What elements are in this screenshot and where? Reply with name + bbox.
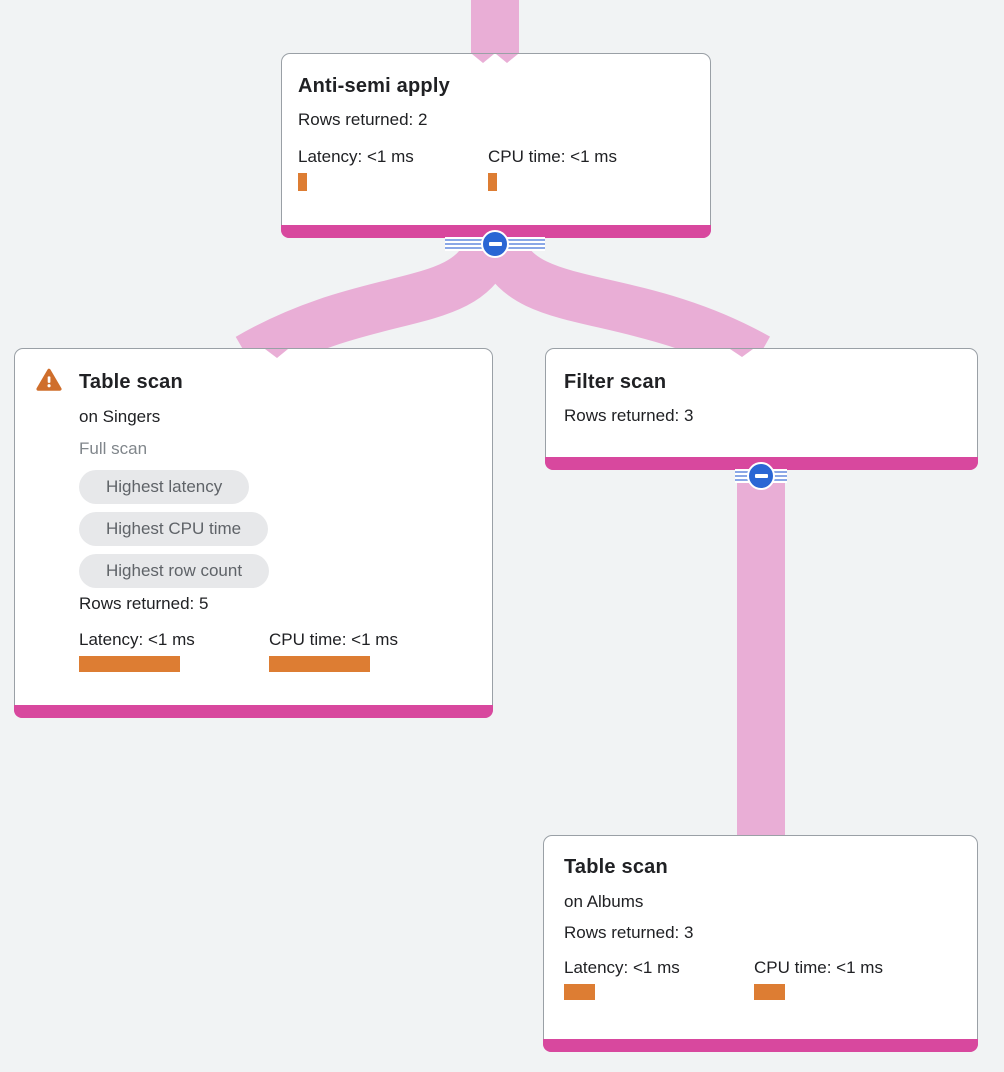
node-subtitle: on Singers: [79, 407, 161, 426]
cpu-time-label: CPU time: <1 ms: [269, 630, 398, 649]
cpu-time-bar: [269, 656, 370, 672]
latency-bar: [564, 984, 595, 1000]
node-card-table-scan-albums[interactable]: Table scan on Albums Rows returned: 3 La…: [543, 835, 978, 1052]
latency-label: Latency: <1 ms: [564, 958, 680, 977]
rows-returned-text: Rows returned: 3: [564, 923, 694, 942]
node-card-filter-scan[interactable]: Filter scan Rows returned: 3: [545, 348, 978, 470]
node-bottom-bar: [543, 1039, 978, 1052]
cpu-time-bar: [488, 173, 497, 191]
rows-returned-text: Rows returned: 5: [79, 594, 209, 613]
cpu-time-bar: [754, 984, 785, 1000]
connector-edge-parent-to-anti-semi: [471, 0, 519, 56]
node-bottom-bar: [14, 705, 493, 718]
cpu-time-label: CPU time: <1 ms: [488, 147, 617, 166]
collapse-minus-button[interactable]: [747, 462, 775, 490]
scan-type-text: Full scan: [79, 439, 148, 458]
node-title: Table scan: [564, 856, 668, 878]
badge-highest-row-count: Highest row count: [79, 554, 270, 588]
connector-edge-filter-scan-to-table-scan-albums: [737, 470, 785, 840]
latency-label: Latency: <1 ms: [79, 630, 195, 649]
node-subtitle: on Albums: [564, 892, 644, 911]
latency-bar: [298, 173, 307, 191]
collapse-minus-button[interactable]: [481, 230, 509, 258]
rows-returned-text: Rows returned: 3: [564, 406, 694, 425]
node-title: Anti-semi apply: [298, 75, 450, 97]
node-card-table-scan-singers[interactable]: Table scan on Singers Full scan Highest …: [14, 348, 493, 718]
connector-edge-anti-semi-to-filter-scan: [476, 234, 771, 380]
rows-returned-text: Rows returned: 2: [298, 110, 428, 129]
latency-label: Latency: <1 ms: [298, 147, 414, 166]
badge-highest-cpu-time: Highest CPU time: [79, 512, 269, 546]
node-title: Table scan: [79, 371, 183, 393]
connector-edge-anti-semi-to-table-scan-singers: [235, 235, 514, 380]
minus-icon: [754, 474, 768, 478]
warning-icon: [36, 368, 62, 391]
minus-icon: [488, 242, 502, 246]
cpu-time-label: CPU time: <1 ms: [754, 958, 883, 977]
node-title: Filter scan: [564, 371, 667, 393]
latency-bar: [79, 656, 180, 672]
node-card-anti-semi-apply[interactable]: Anti-semi apply Rows returned: 2 Latency…: [281, 53, 711, 238]
badge-highest-latency: Highest latency: [79, 470, 250, 504]
